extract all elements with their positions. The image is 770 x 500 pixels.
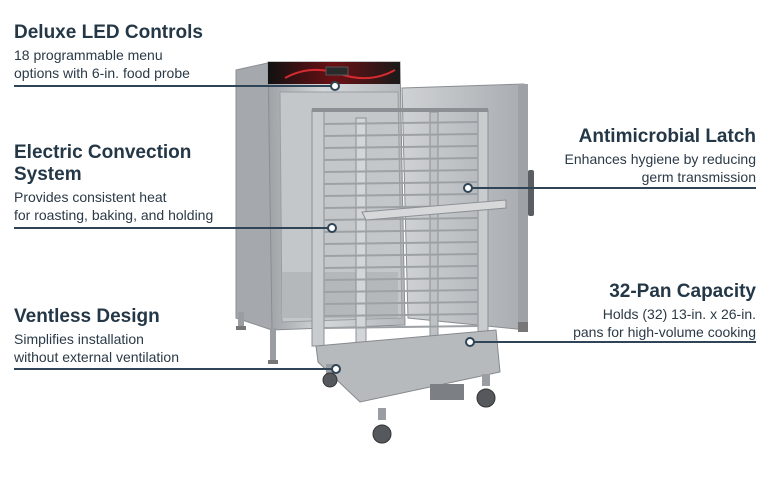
led-leader-line xyxy=(14,85,335,87)
latch-desc-line-2: germ transmission xyxy=(641,169,756,185)
convection-desc-line-1: Provides consistent heat xyxy=(14,189,167,205)
latch-desc-line-1: Enhances hygiene by reducing xyxy=(564,151,756,167)
led-controls-title: Deluxe LED Controls xyxy=(14,22,203,43)
capacity-callout: 32-Pan Capacity Holds (32) 13-in. x 26-i… xyxy=(496,281,756,341)
convection-leader-line xyxy=(14,227,332,229)
ventless-callout: Ventless Design Simplifies installation … xyxy=(14,306,314,366)
rack-casters xyxy=(322,364,496,444)
capacity-desc-line-2: pans for high-volume cooking xyxy=(573,324,756,340)
led-controls-callout: Deluxe LED Controls 18 programmable menu… xyxy=(14,22,314,82)
latch-marker-dot xyxy=(463,183,473,193)
ventless-leader-line xyxy=(14,368,336,370)
convection-title-line-2: System xyxy=(14,164,82,185)
ventless-desc-line-1: Simplifies installation xyxy=(14,331,144,347)
convection-callout: Electric Convection System Provides cons… xyxy=(14,142,314,224)
latch-title: Antimicrobial Latch xyxy=(578,126,756,147)
ventless-marker-dot xyxy=(331,364,341,374)
capacity-description: Holds (32) 13-in. x 26-in. pans for high… xyxy=(496,305,756,341)
led-desc-line-1: 18 programmable menu xyxy=(14,47,163,63)
latch-callout: Antimicrobial Latch Enhances hygiene by … xyxy=(496,126,756,186)
ventless-title: Ventless Design xyxy=(14,306,160,327)
led-controls-description: 18 programmable menu options with 6-in. … xyxy=(14,46,314,82)
capacity-title: 32-Pan Capacity xyxy=(609,281,756,302)
capacity-desc-line-1: Holds (32) 13-in. x 26-in. xyxy=(602,306,756,322)
convection-description: Provides consistent heat for roasting, b… xyxy=(14,188,314,224)
convection-desc-line-2: for roasting, baking, and holding xyxy=(14,207,214,223)
convection-title: Electric Convection System xyxy=(14,142,314,186)
led-desc-line-2: options with 6-in. food probe xyxy=(14,65,190,81)
ventless-description: Simplifies installation without external… xyxy=(14,330,314,366)
rack-shelves xyxy=(323,121,479,329)
rack-handle xyxy=(361,199,507,221)
convection-title-line-1: Electric Convection xyxy=(14,142,192,163)
latch-leader-line xyxy=(468,187,756,189)
convection-marker-dot xyxy=(327,223,337,233)
capacity-leader-line xyxy=(470,341,756,343)
capacity-marker-dot xyxy=(465,337,475,347)
led-marker-dot xyxy=(330,81,340,91)
latch-description: Enhances hygiene by reducing germ transm… xyxy=(496,150,756,186)
ventless-desc-line-2: without external ventilation xyxy=(14,349,179,365)
